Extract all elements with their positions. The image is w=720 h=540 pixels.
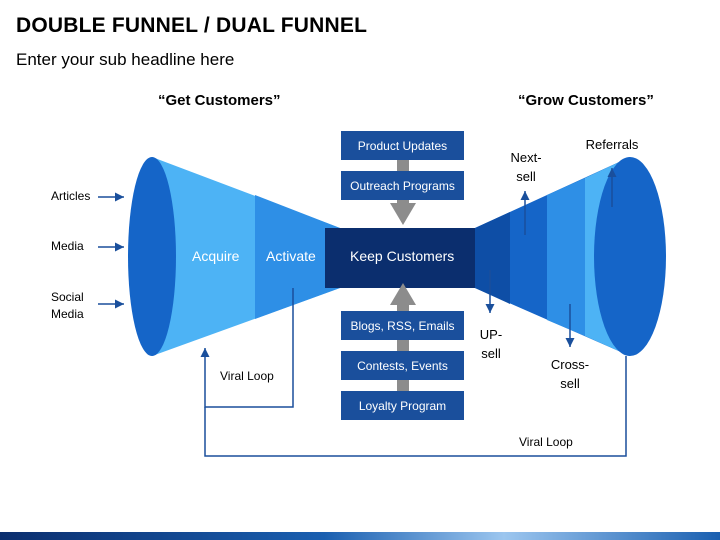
left-funnel-stage-activate: [255, 195, 340, 319]
source-articles: Articles: [51, 189, 91, 203]
source-media: Media: [51, 239, 84, 253]
label-referrals: Referrals: [585, 137, 639, 152]
label-next-sell: Next- sell: [510, 150, 542, 184]
right-funnel-band-1: [475, 212, 510, 304]
stage-keep-customers: Keep Customers: [350, 248, 455, 264]
right-funnel-mouth: [594, 157, 666, 356]
page-subtitle: Enter your sub headline here: [16, 50, 235, 69]
viral-loop-right: [204, 356, 627, 457]
viral-loop-label-right: Viral Loop: [519, 435, 573, 449]
box-contests-events: Contests, Events: [341, 351, 464, 380]
arrow-up-head: [390, 283, 416, 305]
box-outreach-programs: Outreach Programs: [341, 171, 464, 200]
left-funnel-body: [152, 157, 340, 356]
box-loyalty-program: Loyalty Program: [341, 391, 464, 420]
viral-loop-left: [200, 288, 294, 408]
label-cross-sell: Cross- sell: [550, 357, 590, 391]
box-blogs-rss-emails: Blogs, RSS, Emails: [341, 311, 464, 340]
bottom-accent-bar: [0, 532, 720, 540]
stage-activate: Activate: [266, 248, 316, 264]
right-funnel-heading: “Grow Customers”: [518, 92, 654, 109]
page-title: DOUBLE FUNNEL / DUAL FUNNEL: [16, 14, 368, 37]
center-band: [325, 228, 475, 288]
source-social-media: Social Media: [51, 290, 84, 321]
arrow-down-head: [390, 203, 416, 225]
left-funnel-mouth: [128, 157, 176, 356]
label-up-sell: UP- sell: [479, 327, 503, 361]
box-product-updates: Product Updates: [341, 131, 464, 160]
right-funnel-band-3: [547, 178, 585, 336]
left-funnel-heading: “Get Customers”: [158, 92, 281, 109]
stage-acquire: Acquire: [192, 248, 240, 264]
viral-loop-label-left: Viral Loop: [220, 369, 274, 383]
